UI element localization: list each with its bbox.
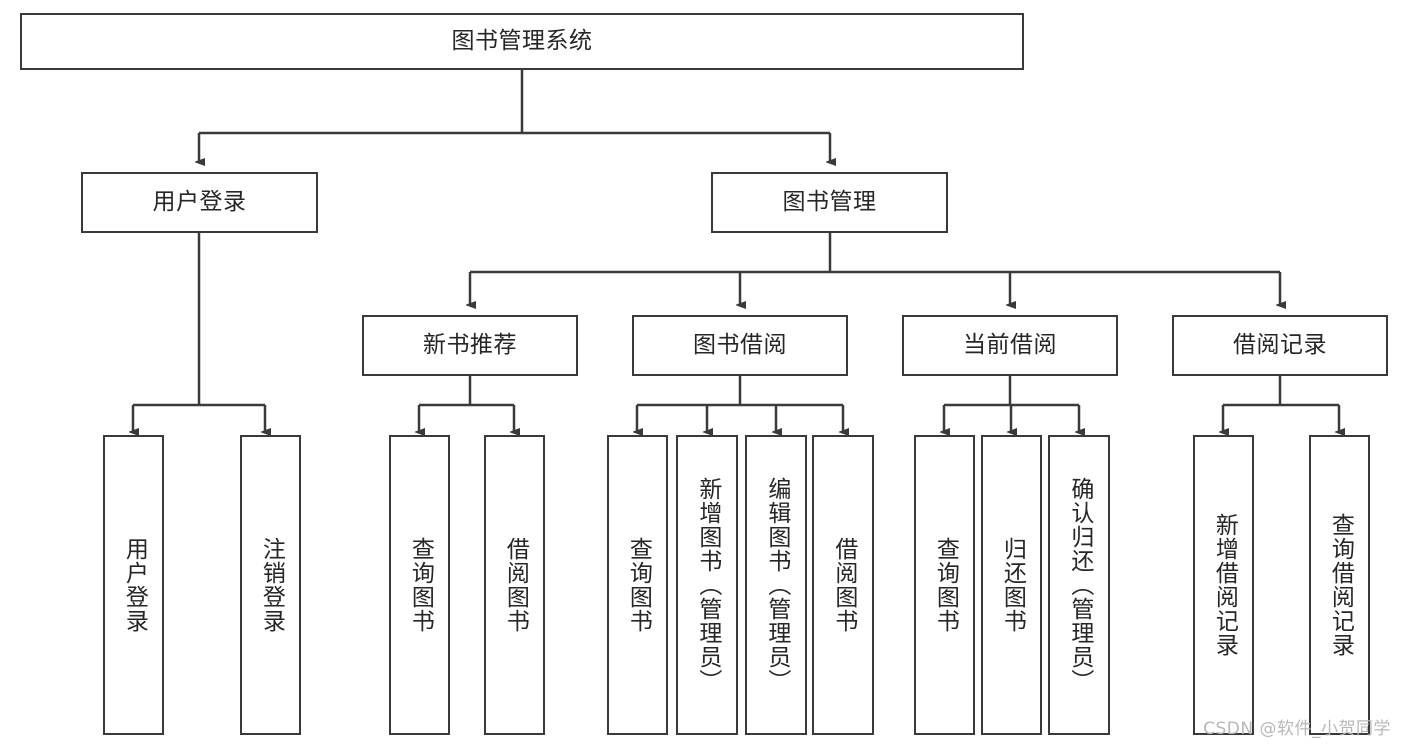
node-current-borrow-label: 当前借阅 — [963, 331, 1057, 358]
leaf-confirm-return-admin[interactable]: 确认归还（管理员） — [1048, 435, 1110, 735]
leaf-edit-book-admin-label: 编辑图书（管理员） — [763, 477, 790, 693]
leaf-query-book-newbook-label: 查询图书 — [407, 537, 434, 633]
leaf-add-borrow-record[interactable]: 新增借阅记录 — [1193, 435, 1254, 735]
leaf-user-login[interactable]: 用户登录 — [103, 435, 164, 735]
leaf-user-login-label: 用户登录 — [121, 537, 148, 633]
leaf-logout-label: 注销登录 — [258, 537, 285, 633]
node-new-book-recommend-label: 新书推荐 — [423, 331, 517, 358]
node-user-login-label: 用户登录 — [152, 188, 247, 215]
node-borrow-record-label: 借阅记录 — [1233, 331, 1327, 358]
leaf-logout[interactable]: 注销登录 — [240, 435, 301, 735]
leaf-query-book-newbook[interactable]: 查询图书 — [389, 435, 450, 735]
node-book-borrow[interactable]: 图书借阅 — [632, 315, 848, 376]
node-new-book-recommend[interactable]: 新书推荐 — [362, 315, 578, 376]
leaf-edit-book-admin[interactable]: 编辑图书（管理员） — [745, 435, 807, 735]
leaf-add-book-admin[interactable]: 新增图书（管理员） — [676, 435, 738, 735]
leaf-query-borrow-record[interactable]: 查询借阅记录 — [1309, 435, 1370, 735]
leaf-return-book[interactable]: 归还图书 — [981, 435, 1042, 735]
node-book-management[interactable]: 图书管理 — [711, 172, 948, 233]
leaf-query-book-current[interactable]: 查询图书 — [914, 435, 975, 735]
leaf-query-book-current-label: 查询图书 — [932, 537, 959, 633]
node-current-borrow[interactable]: 当前借阅 — [902, 315, 1118, 376]
leaf-borrow-book-label: 借阅图书 — [830, 537, 857, 633]
leaf-add-book-admin-label: 新增图书（管理员） — [694, 477, 721, 693]
node-book-borrow-label: 图书借阅 — [693, 331, 787, 358]
node-borrow-record[interactable]: 借阅记录 — [1172, 315, 1388, 376]
leaf-add-borrow-record-label: 新增借阅记录 — [1211, 513, 1238, 657]
node-root-label: 图书管理系统 — [451, 27, 593, 54]
node-user-login[interactable]: 用户登录 — [81, 172, 318, 233]
leaf-borrow-book-newbook[interactable]: 借阅图书 — [484, 435, 545, 735]
leaf-confirm-return-admin-label: 确认归还（管理员） — [1066, 477, 1093, 693]
leaf-borrow-book[interactable]: 借阅图书 — [812, 435, 874, 735]
leaf-query-book-borrow[interactable]: 查询图书 — [607, 435, 668, 735]
leaf-borrow-book-newbook-label: 借阅图书 — [502, 537, 529, 633]
node-root[interactable]: 图书管理系统 — [20, 13, 1024, 70]
node-book-management-label: 图书管理 — [782, 188, 877, 215]
leaf-return-book-label: 归还图书 — [999, 537, 1026, 633]
leaf-query-borrow-record-label: 查询借阅记录 — [1327, 513, 1354, 657]
leaf-query-book-borrow-label: 查询图书 — [625, 537, 652, 633]
